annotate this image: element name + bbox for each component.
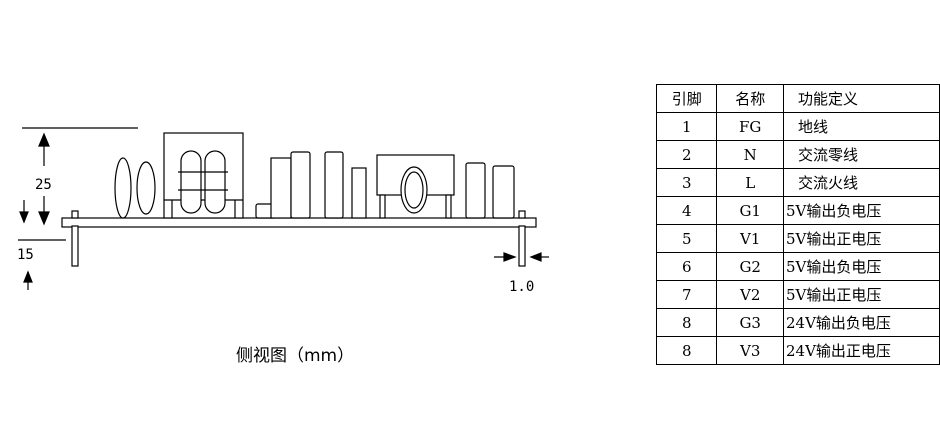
cell-name: FG (716, 112, 784, 141)
cell-function: 5V输出正电压 (782, 280, 940, 309)
cell-function: 24V输出负电压 (782, 308, 940, 337)
tall-part-6 (492, 165, 515, 219)
cell-pin: 2 (655, 140, 718, 169)
cell-name: G3 (716, 308, 784, 337)
cell-function: 交流零线 (782, 140, 940, 169)
table-row: 5 V1 5V输出正电压 (655, 224, 940, 253)
table-row: 6 G2 5V输出负电压 (655, 252, 940, 281)
cell-pin: 3 (655, 168, 718, 197)
table-row: 8 V3 24V输出正电压 (655, 336, 940, 365)
cell-function: 5V输出负电压 (782, 252, 940, 281)
dim-offset-label: 15 (17, 247, 34, 263)
table-row: 2 N 交流零线 (655, 140, 940, 169)
tall-part-5 (465, 162, 486, 219)
capacitor-1 (114, 157, 132, 219)
cell-pin: 5 (655, 224, 718, 253)
tall-part-3 (324, 151, 344, 219)
cell-pin: 8 (655, 308, 718, 337)
transformer (163, 132, 244, 219)
side-view-caption: 侧视图（mm） (236, 346, 355, 366)
cell-name: V2 (716, 280, 784, 309)
table-row: 4 G1 5V输出负电压 (655, 196, 940, 225)
table-row: 1 FG 地线 (655, 112, 940, 141)
arrowhead-left (529, 252, 542, 262)
cell-function: 24V输出正电压 (782, 336, 940, 365)
cell-function: 交流火线 (782, 168, 940, 197)
cell-function: 地线 (782, 112, 940, 141)
dim-height-label: 25 (35, 177, 52, 193)
cell-name: N (716, 140, 784, 169)
pin-right (518, 225, 526, 267)
tall-part-4 (351, 167, 367, 219)
cell-pin: 7 (655, 280, 718, 309)
arrowhead-down-15 (19, 211, 29, 224)
cell-pin: 4 (655, 196, 718, 225)
table-header-row: 引脚 名称 功能定义 (655, 84, 940, 113)
cell-function: 5V输出正电压 (782, 224, 940, 253)
pin-definition-table: 引脚 名称 功能定义 1 FG 地线 2 N 交流零线 3 L 交流火线 4 G… (655, 84, 940, 365)
dim-pin-label: 1.0 (509, 279, 534, 295)
header-pin: 引脚 (655, 84, 718, 113)
cell-name: G2 (716, 252, 784, 281)
side-view-drawing: 25 15 1.0 (17, 127, 549, 295)
cell-name: V1 (716, 224, 784, 253)
pcb-board (61, 217, 537, 228)
arrowhead-down (38, 211, 50, 226)
cell-name: G1 (716, 196, 784, 225)
pin-left (71, 225, 79, 267)
arrowhead-up (38, 132, 50, 147)
tall-part-2 (290, 151, 311, 219)
cell-name: L (716, 168, 784, 197)
arrowhead-right (503, 252, 517, 262)
arrowhead-up-15 (23, 270, 33, 283)
table-row: 8 G3 24V输出负电压 (655, 308, 940, 337)
cell-function: 5V输出负电压 (782, 196, 940, 225)
capacitor-2 (136, 161, 156, 215)
table-row: 7 V2 5V输出正电压 (655, 280, 940, 309)
tall-part-1 (270, 157, 292, 219)
cell-pin: 6 (655, 252, 718, 281)
cell-pin: 8 (655, 336, 718, 365)
cell-pin: 1 (655, 112, 718, 141)
header-function: 功能定义 (782, 84, 940, 113)
cell-name: V3 (716, 336, 784, 365)
header-name: 名称 (716, 84, 784, 113)
table-row: 3 L 交流火线 (655, 168, 940, 197)
